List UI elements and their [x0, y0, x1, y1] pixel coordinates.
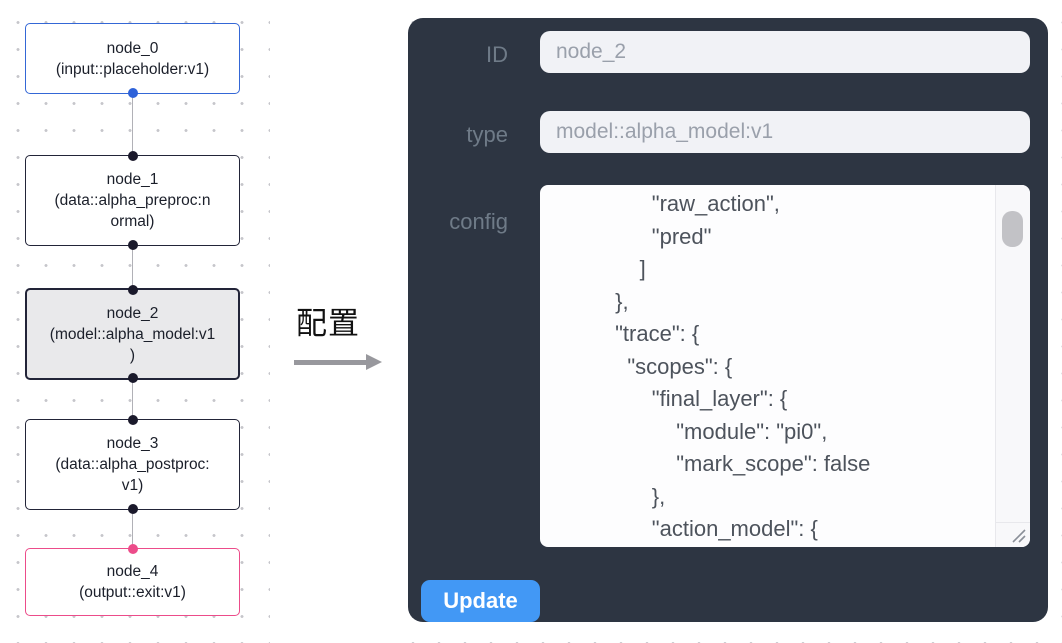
scrollbar-thumb[interactable] [1002, 211, 1023, 247]
arrow-head [366, 354, 382, 370]
panel-canvas: ID type config "raw_action", "pred" ] },… [390, 0, 1062, 643]
node-label-line: node_2 [106, 304, 159, 322]
node-label-line: (data::alpha_postproc: [55, 456, 210, 473]
node-label-line: ormal) [110, 213, 155, 230]
resize-handle-icon[interactable] [1010, 527, 1027, 544]
node-handle-bottom[interactable] [127, 373, 138, 383]
config-annotation: 配置 [292, 298, 392, 370]
arrow-right-icon [292, 354, 382, 370]
node-label: node_4(output::exit:v1) [26, 561, 239, 603]
config-scrollbar[interactable] [995, 185, 1030, 547]
node-handle-top[interactable] [127, 151, 138, 161]
flow-node-node_3[interactable]: node_3(data::alpha_postproc:v1) [25, 415, 240, 514]
type-input[interactable] [540, 111, 1030, 153]
node-handle-bottom[interactable] [127, 240, 138, 250]
node-handle-bottom[interactable] [127, 88, 138, 98]
node-handle-top[interactable] [127, 285, 138, 295]
flow-canvas[interactable]: node_0(input::placeholder:v1) node_1(dat… [0, 0, 270, 643]
node-label-line: (data::alpha_preproc:n [54, 192, 211, 209]
type-field-label: type [466, 122, 508, 147]
flow-edge [131, 510, 134, 548]
flow-edge [131, 94, 134, 155]
flow-node-node_4[interactable]: node_4(output::exit:v1) [25, 544, 240, 616]
node-label: node_2(model::alpha_model:v1) [27, 303, 238, 366]
node-label: node_0(input::placeholder:v1) [26, 38, 239, 80]
flow-node-node_0[interactable]: node_0(input::placeholder:v1) [25, 23, 240, 98]
id-field-label: ID [486, 42, 508, 67]
node-label-line: node_3 [106, 435, 159, 452]
config-textarea[interactable]: "raw_action", "pred" ] }, "trace": { "sc… [540, 185, 1030, 547]
node-label-line: (model::alpha_model:v1 [49, 325, 216, 343]
annotation-label: 配置 [296, 306, 360, 341]
node-label-line: ) [129, 346, 136, 364]
flow-node-node_2[interactable]: node_2(model::alpha_model:v1) [25, 285, 240, 383]
arrow-shaft [294, 360, 368, 365]
config-field-label: config [449, 209, 508, 234]
node-label-line: node_4 [106, 563, 159, 580]
node-handle-top[interactable] [127, 544, 138, 554]
node-label-line: v1) [121, 477, 144, 494]
node-handle-top[interactable] [127, 415, 138, 425]
flow-edge [131, 380, 134, 419]
node-handle-bottom[interactable] [127, 504, 138, 514]
flow-edge [131, 246, 134, 288]
node-label-line: node_1 [106, 171, 159, 188]
config-json-text[interactable]: "raw_action", "pred" ] }, "trace": { "sc… [615, 191, 871, 541]
node-label-line: (output::exit:v1) [79, 584, 186, 601]
scrollbar-corner [996, 522, 1030, 547]
node-label: node_3(data::alpha_postproc:v1) [26, 433, 239, 496]
config-panel: ID type config "raw_action", "pred" ] },… [408, 18, 1048, 622]
update-button[interactable]: Update [421, 580, 540, 622]
id-input[interactable] [540, 31, 1030, 73]
node-label-line: node_0 [106, 39, 159, 57]
node-label-line: (input::placeholder:v1) [55, 60, 210, 78]
